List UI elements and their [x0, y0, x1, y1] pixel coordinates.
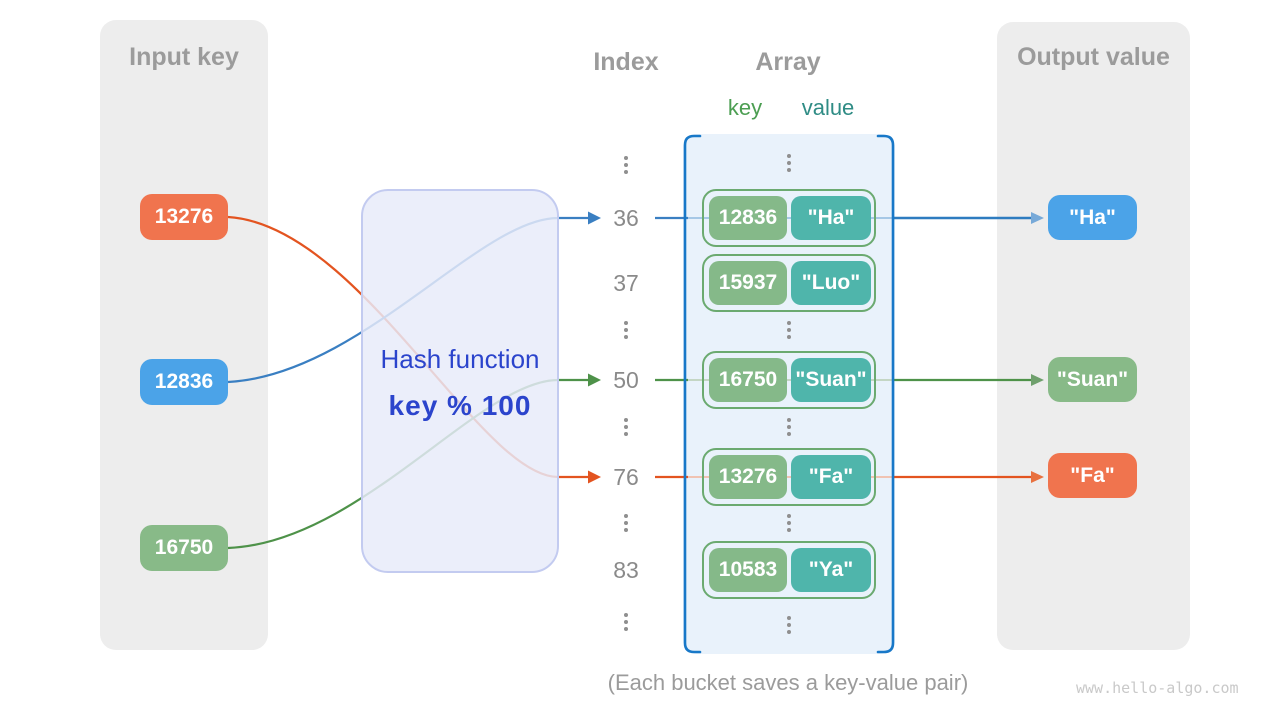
index-column-header: Index: [593, 48, 659, 76]
caption: (Each bucket saves a key-value pair): [607, 670, 969, 695]
index-83: 83: [613, 557, 639, 583]
arrowhead-to-fa: [1031, 471, 1044, 483]
vertical-ellipsis-icon: [621, 514, 631, 532]
output-value-ha: "Ha": [1048, 195, 1137, 240]
vertical-ellipsis-icon: [621, 321, 631, 339]
array-left-bracket: [683, 134, 702, 654]
bucket-value: "Ya": [791, 548, 871, 592]
bucket-key: 15937: [709, 261, 787, 305]
vertical-ellipsis-icon: [784, 616, 794, 634]
arrowhead-to-index-50: [588, 373, 601, 387]
arrowhead-to-ha: [1031, 212, 1044, 224]
input-key-13276: 13276: [140, 194, 228, 240]
index-37: 37: [613, 270, 639, 296]
bucket-row: 12836 "Ha": [702, 189, 876, 247]
input-panel-title: Input key: [129, 43, 239, 71]
hash-function-name: Hash function: [380, 344, 540, 374]
watermark: www.hello-algo.com: [1076, 679, 1239, 697]
vertical-ellipsis-icon: [784, 514, 794, 532]
vertical-ellipsis-icon: [784, 418, 794, 436]
output-value-fa: "Fa": [1048, 453, 1137, 498]
vertical-ellipsis-icon: [784, 321, 794, 339]
array-right-bracket: [876, 134, 895, 654]
bucket-row: 15937 "Luo": [702, 254, 876, 312]
arrowhead-to-suan: [1031, 374, 1044, 386]
vertical-ellipsis-icon: [784, 154, 794, 172]
vertical-ellipsis-icon: [621, 156, 631, 174]
vertical-ellipsis-icon: [621, 613, 631, 631]
input-key-12836: 12836: [140, 359, 228, 405]
bucket-key: 13276: [709, 455, 787, 499]
bucket-value: "Luo": [791, 261, 871, 305]
hash-function-formula: key % 100: [388, 390, 532, 421]
bucket-value: "Fa": [791, 455, 871, 499]
bucket-row: 16750 "Suan": [702, 351, 876, 409]
value-column-label: value: [801, 95, 855, 120]
bucket-key: 12836: [709, 196, 787, 240]
index-76: 76: [613, 464, 639, 490]
bucket-key: 10583: [709, 548, 787, 592]
arrowhead-to-index-36: [588, 211, 601, 225]
vertical-ellipsis-icon: [621, 418, 631, 436]
bucket-row: 13276 "Fa": [702, 448, 876, 506]
input-key-16750: 16750: [140, 525, 228, 571]
index-36: 36: [613, 205, 639, 231]
bucket-value: "Ha": [791, 196, 871, 240]
bucket-row: 10583 "Ya": [702, 541, 876, 599]
hash-function-box: [361, 189, 559, 573]
output-panel-title: Output value: [1017, 43, 1170, 71]
key-column-label: key: [727, 95, 763, 120]
index-50: 50: [613, 367, 639, 393]
output-value-panel: [997, 22, 1190, 650]
array-column-header: Array: [755, 48, 821, 76]
arrowhead-to-index-76: [588, 470, 601, 484]
bucket-key: 16750: [709, 358, 787, 402]
bucket-value: "Suan": [791, 358, 871, 402]
output-value-suan: "Suan": [1048, 357, 1137, 402]
